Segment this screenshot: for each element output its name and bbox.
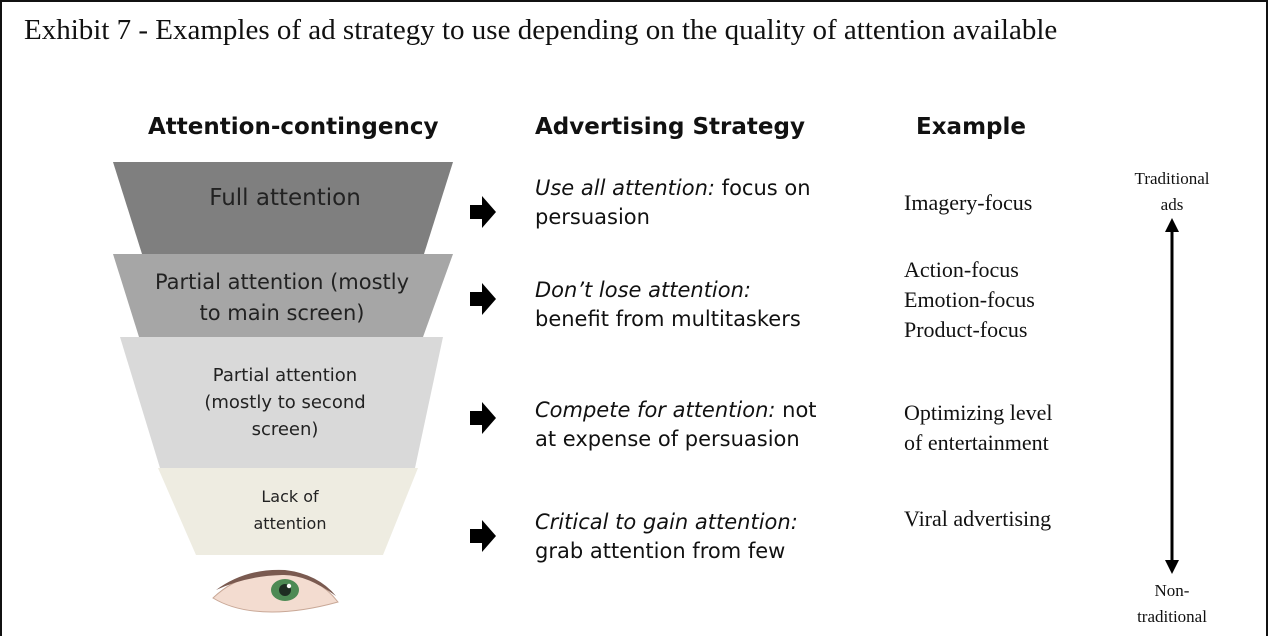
strategy-tier2: Don’t lose attention: benefit from multi… — [535, 278, 801, 331]
funnel-label-full-attention: Full attention — [209, 185, 361, 211]
arrow-icon-tier4 — [470, 520, 496, 552]
funnel-label-partial-second: Partial attention (mostly to second scre… — [204, 364, 366, 440]
funnel-tier-lack-of-attention — [158, 468, 418, 555]
strategy-tier3: Compete for attention: not at expense of… — [535, 398, 817, 451]
example-tier2: Action-focus Emotion-focus Product-focus — [904, 257, 1035, 342]
eye-icon — [212, 569, 339, 613]
strategy-tier4: Critical to gain attention: grab attenti… — [535, 510, 798, 563]
exhibit-title: Exhibit 7 - Examples of ad strategy to u… — [24, 14, 1058, 46]
axis-label-traditional: Traditional ads — [1134, 169, 1210, 214]
arrow-icon-tier1 — [470, 196, 496, 228]
example-tier4: Viral advertising — [904, 506, 1052, 531]
funnel-tier-partial-main-screen — [113, 254, 453, 337]
arrow-icon-tier2 — [470, 283, 496, 315]
double-arrow-icon — [1165, 218, 1179, 574]
header-advertising-strategy: Advertising Strategy — [535, 114, 805, 140]
axis-label-non-traditional: Non- traditional — [1137, 581, 1207, 626]
funnel-tier-partial-second-screen — [120, 337, 443, 468]
example-tier1: Imagery-focus — [904, 190, 1033, 215]
example-tier3: Optimizing level of entertainment — [904, 400, 1053, 455]
funnel-tier-full-attention — [113, 162, 453, 254]
header-example: Example — [916, 114, 1026, 140]
funnel-label-partial-main: Partial attention (mostly to main screen… — [154, 270, 410, 325]
funnel-label-lack-of-attention: Lack of attention — [253, 487, 327, 533]
header-attention-contingency: Attention-contingency — [148, 114, 439, 140]
strategy-tier1: Use all attention: focus on persuasion — [535, 176, 811, 229]
arrow-icon-tier3 — [470, 402, 496, 434]
